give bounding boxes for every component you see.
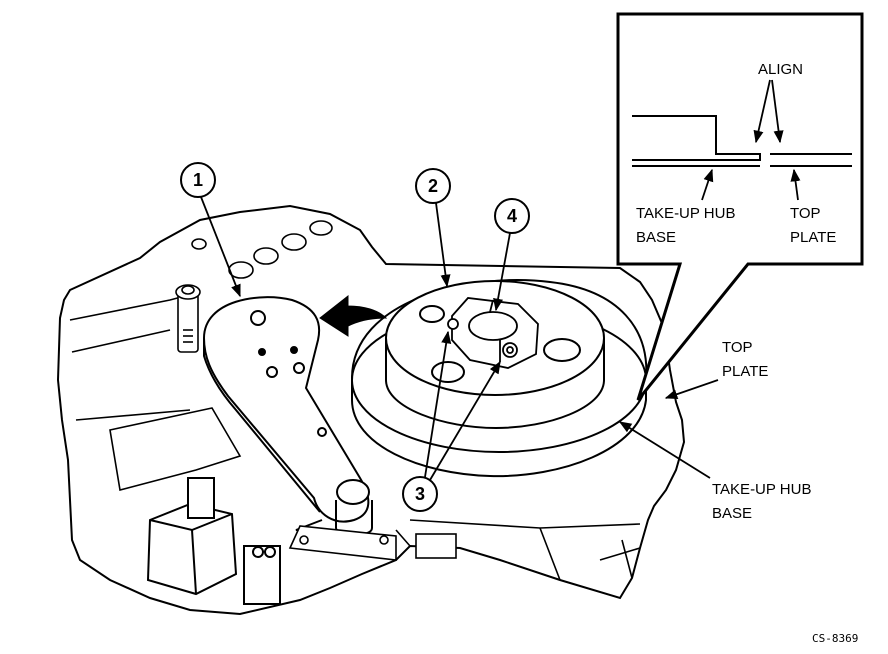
callout-1-text: 1 — [193, 170, 203, 190]
inset-detail: ALIGN TAKE-UP HUB BASE TOP PLATE — [616, 12, 864, 401]
deck-holes — [191, 220, 333, 279]
screw-post — [175, 284, 201, 353]
deck-lower-parts — [109, 407, 457, 561]
takeup-base-label-1: TAKE-UP HUB — [712, 481, 811, 498]
guide-block — [146, 477, 281, 605]
deck-rim-lines — [69, 291, 641, 581]
figure-id: CS-8369 — [812, 632, 858, 645]
tension-arm — [202, 296, 373, 536]
inset-takeup-label-2: BASE — [636, 229, 676, 246]
label-top-plate: TOP PLATE — [664, 339, 768, 400]
callout-3-text: 3 — [415, 484, 425, 504]
callout-4: 4 — [493, 198, 530, 312]
rotation-arrow — [319, 294, 388, 337]
inset-top-label-1: TOP — [790, 205, 821, 222]
top-plate-label-2: PLATE — [722, 363, 768, 380]
callout-4-text: 4 — [507, 206, 517, 226]
inset-top-label-2: PLATE — [790, 229, 836, 246]
inset-takeup-label-1: TAKE-UP HUB — [636, 205, 735, 222]
callout-2-text: 2 — [428, 176, 438, 196]
hub-clamp — [447, 297, 539, 369]
inset-align-label: ALIGN — [758, 61, 803, 78]
callout-1: 1 — [180, 162, 241, 298]
callout-2: 2 — [415, 168, 451, 288]
top-plate-label-1: TOP — [722, 339, 753, 356]
label-takeup-hub-base: TAKE-UP HUB BASE — [618, 421, 811, 522]
callout-3: 3 — [402, 330, 501, 512]
takeup-base-label-2: BASE — [712, 505, 752, 522]
